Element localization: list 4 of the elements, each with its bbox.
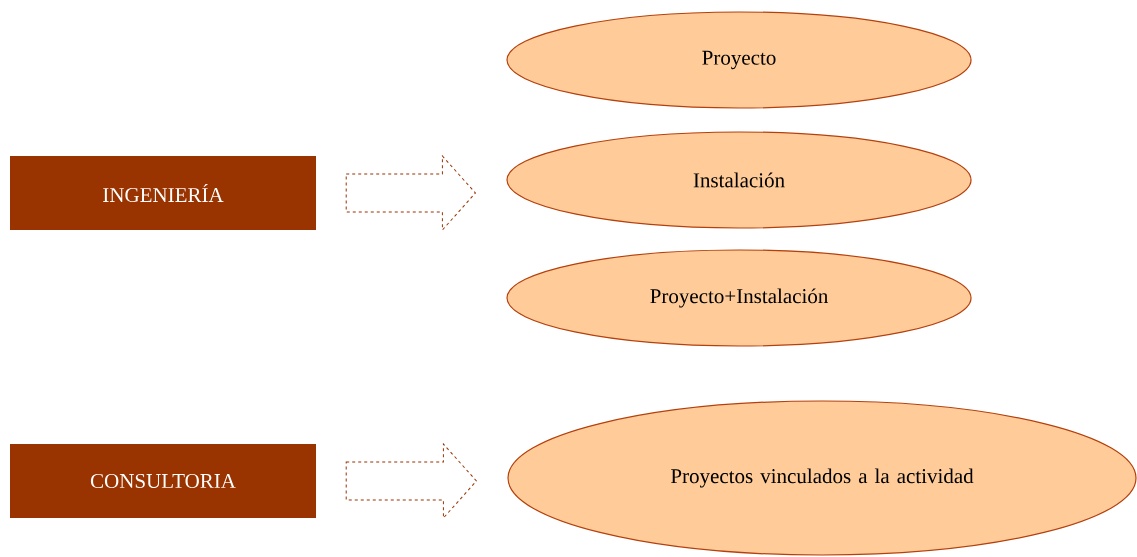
block-arrow (345, 443, 477, 519)
category-box: INGENIERÍA (10, 156, 316, 230)
category-box: CONSULTORIA (10, 444, 316, 518)
block-arrow (345, 155, 476, 231)
